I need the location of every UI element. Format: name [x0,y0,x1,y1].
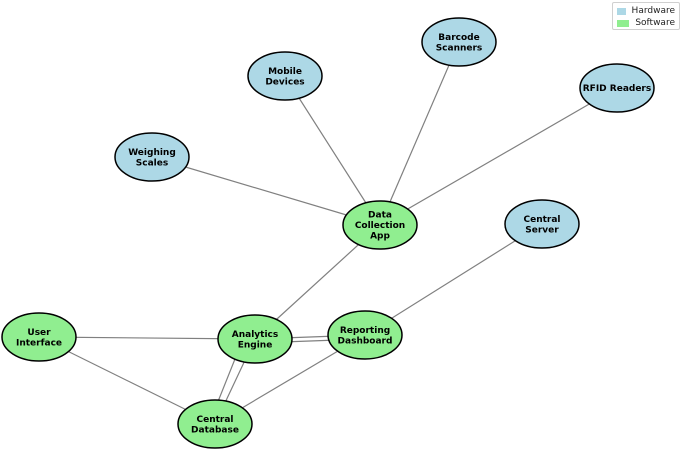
legend-item-hardware: Hardware [617,5,675,17]
node-shape-analytics-engine [217,314,293,364]
node-label-reporting-dashboard-0: Reporting [340,326,390,336]
node-shape-weighing-scales [114,132,190,182]
node-label-weighing-scales-1: Scales [136,158,168,168]
node-label-rfid-readers-0: RFID Readers [583,84,651,94]
node-label-central-server-1: Server [525,225,559,235]
node-shape-data-collection-app [342,200,418,250]
legend: Hardware Software [612,2,680,30]
edge-central-server-to-reporting-dashboard [364,223,543,336]
node-label-weighing-scales-0: Weighing [128,148,176,158]
node-label-mobile-devices-1: Devices [265,77,304,87]
node-label-analytics-engine-0: Analytics [232,330,278,340]
node-shape-user-interface [1,312,77,362]
node-label-central-server-0: Central [523,215,560,225]
node-label-barcode-scanners-1: Scanners [436,43,483,53]
node-label-user-interface-0: User [27,328,51,338]
node-label-data-collection-app-1: Collection [355,221,405,231]
node-label-data-collection-app-0: Data [368,211,392,221]
node-shape-reporting-dashboard [327,310,403,360]
node-shape-central-database [177,399,253,449]
legend-label-hardware: Hardware [631,6,675,16]
edge-barcode-scanners-to-data-collection-app [379,41,460,226]
edge-weighing-scales-to-data-collection-app [151,156,381,226]
node-shape-mobile-devices [247,51,323,101]
node-label-central-database-0: Central [196,415,233,425]
node-label-mobile-devices-0: Mobile [268,67,302,77]
edge-rfid-readers-to-data-collection-app [379,87,618,226]
legend-swatch-software [617,19,630,27]
legend-swatch-hardware [617,7,626,15]
node-label-data-collection-app-2: App [370,232,390,242]
node-label-user-interface-1: Interface [16,338,62,348]
node-label-barcode-scanners-0: Barcode [438,33,479,43]
node-label-analytics-engine-1: Engine [238,340,273,350]
node-rfid-readers: RFID Readers [579,63,655,113]
legend-label-software: Software [635,18,675,28]
node-shape-rfid-readers [579,63,655,113]
node-shape-barcode-scanners [421,17,497,67]
node-label-central-database-1: Database [191,425,239,435]
node-shape-central-server [504,199,580,249]
node-label-reporting-dashboard-1: Dashboard [338,336,393,346]
legend-item-software: Software [617,17,675,29]
edge-mobile-devices-to-data-collection-app [284,75,381,226]
